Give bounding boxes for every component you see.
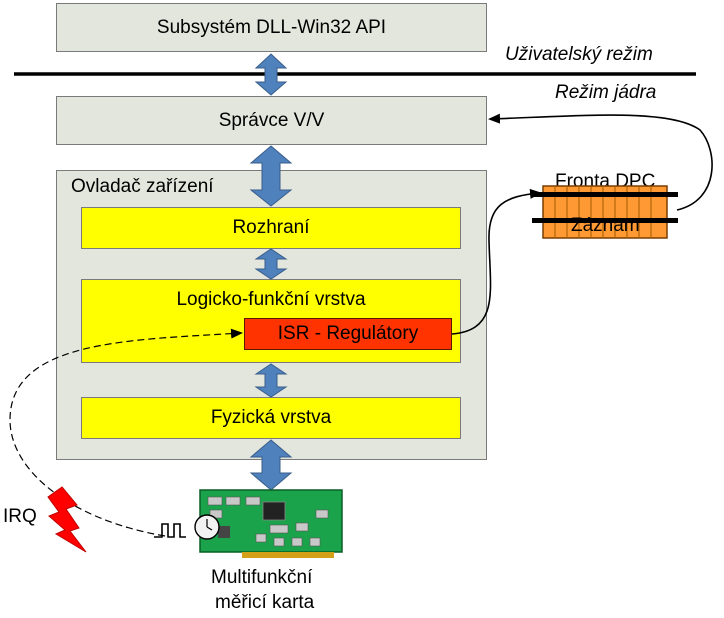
- subsystem-box: Subsystém DLL-Win32 API: [56, 3, 487, 52]
- double-arrow-logic-physical: [254, 363, 288, 398]
- user-mode-label: Uživatelský režim: [505, 44, 653, 65]
- irq-dashed-path: [9, 328, 243, 537]
- card-label-line1: Multifunkční: [211, 567, 313, 588]
- isr-to-dpc-curve: [451, 188, 542, 335]
- io-manager-box: Správce V/V: [56, 96, 487, 145]
- double-arrow-interface-logic: [254, 248, 288, 280]
- pulse-icon: [154, 523, 186, 538]
- irq-label: IRQ: [3, 506, 37, 527]
- subsystem-label: Subsystém DLL-Win32 API: [156, 16, 387, 38]
- card-label-line2: měřicí karta: [215, 592, 315, 613]
- kernel-mode-label: Režim jádra: [555, 82, 657, 103]
- measurement-card-icon: [194, 489, 343, 558]
- dpc-entry-label: Záznam: [571, 215, 640, 236]
- io-manager-label: Správce V/V: [218, 109, 325, 131]
- physical-layer-label: Fyzická vrstva: [210, 407, 332, 428]
- driver-title: Ovladač zařízení: [71, 176, 214, 197]
- dpc-to-io-curve: [488, 113, 713, 211]
- logic-layer-label: Logicko-funkční vrstva: [176, 289, 366, 310]
- isr-label: ISR - Regulátory: [277, 323, 419, 344]
- physical-layer-box: Fyzická vrstva: [81, 397, 461, 439]
- isr-box: ISR - Regulátory: [244, 318, 452, 350]
- double-arrow-physical-card: [249, 439, 293, 491]
- double-arrow-io-driver: [249, 145, 293, 207]
- interface-label: Rozhraní: [232, 217, 310, 238]
- lightning-icon: [47, 486, 87, 553]
- dpc-queue: [532, 185, 678, 239]
- double-arrow-subsystem-io: [254, 53, 288, 96]
